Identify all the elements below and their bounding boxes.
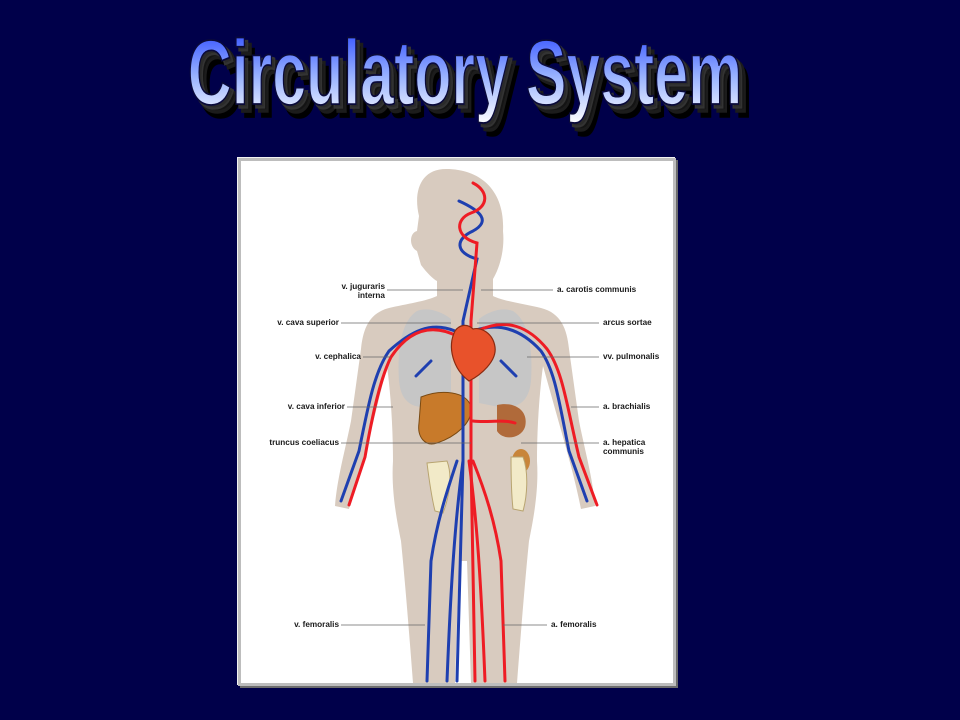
page-title: Circulatory System [188,20,742,124]
label-vv-pulmonalis: vv. pulmonalis [603,352,659,361]
label-line: communis [603,447,644,456]
label-line: v. femoralis [294,620,339,629]
label-line: arcus sortae [603,318,652,327]
body-silhouette [335,169,595,683]
label-line: v. cephalica [315,352,361,361]
title-shadow-near: Circulatory System [191,24,745,128]
label-truncus-coeliacus: truncus coeliacus [243,438,339,447]
diagram-frame: v. juguraris interna v. cava superior v.… [238,158,676,686]
label-line: v. cava inferior [287,402,345,411]
anatomy-illustration [335,169,599,683]
colon-right [510,456,528,512]
label-v-cava-superior: v. cava superior [243,318,339,327]
label-line: a. carotis communis [557,285,637,294]
label-line: a. femoralis [551,620,597,629]
label-a-femoralis: a. femoralis [551,620,597,629]
label-line: truncus coeliacus [269,438,339,447]
label-line: v. cava superior [277,318,339,327]
title-graphic: Circulatory System Circulatory System Ci… [187,20,753,138]
heart [450,324,496,382]
label-line: interna [357,291,385,300]
title-shadow-far: Circulatory System [197,32,751,136]
label-v-cava-inferior: v. cava inferior [243,402,345,411]
label-v-femoralis: v. femoralis [243,620,339,629]
title-shadow-mid: Circulatory System [194,27,748,131]
label-v-jugularis: v. juguraris interna [293,282,385,300]
label-a-brachialis: a. brachialis [603,402,650,411]
label-line: a. hepatica [603,438,646,447]
label-line: vv. pulmonalis [603,352,660,361]
leader-lines [341,289,599,626]
label-line: v. juguraris [341,282,385,291]
label-a-carotis: a. carotis communis [557,285,636,294]
label-line: a. brachialis [603,402,651,411]
label-a-hepatica: a. hepatica communis [603,438,645,456]
label-arcus-sortae: arcus sortae [603,318,652,327]
label-v-cephalica: v. cephalica [243,352,361,361]
